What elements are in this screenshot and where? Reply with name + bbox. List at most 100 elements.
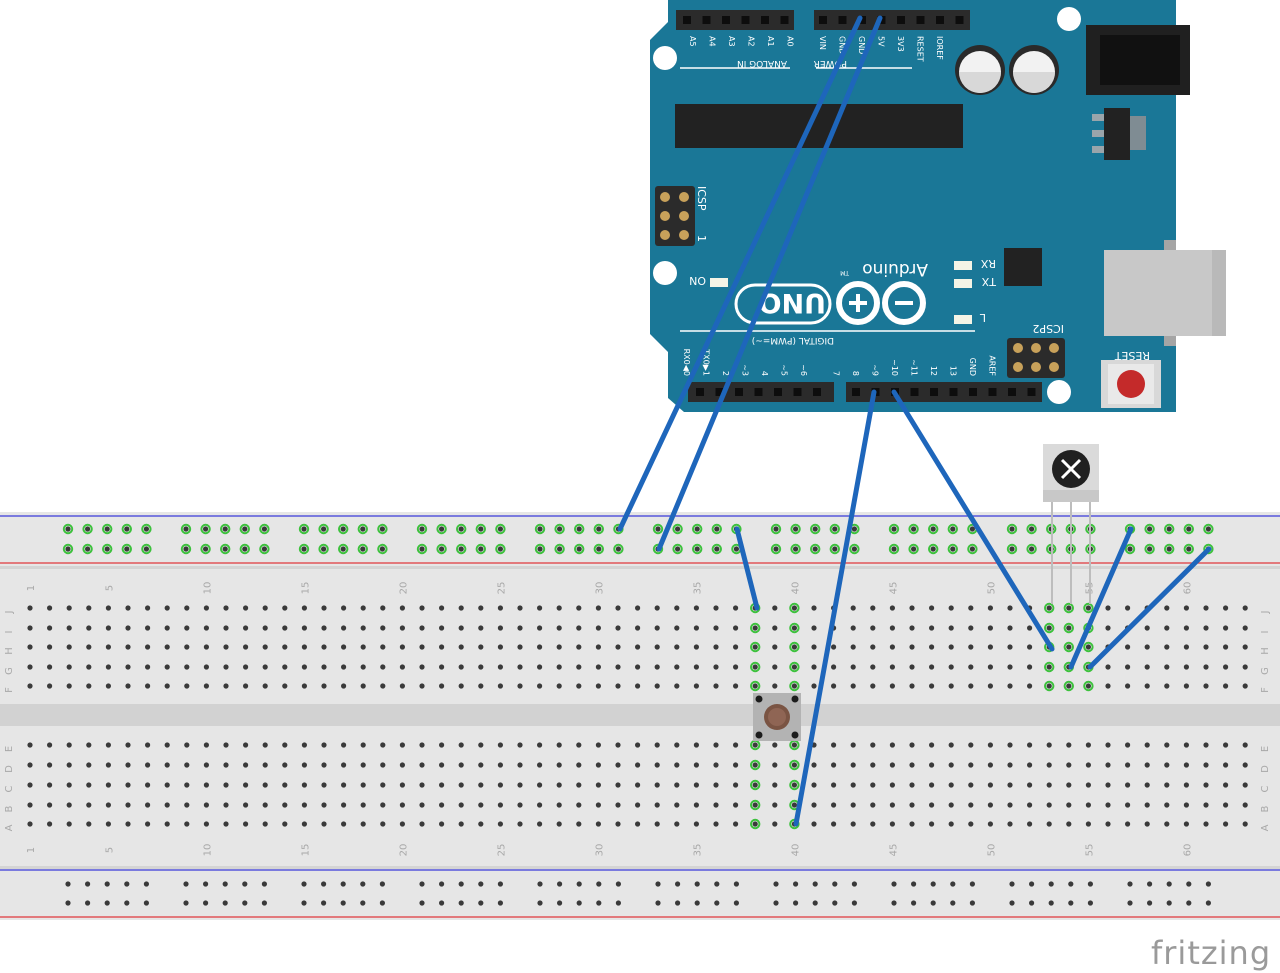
breadboard-hole	[497, 821, 503, 827]
breadboard-hole	[478, 664, 484, 670]
breadboard-hole	[27, 762, 33, 768]
breadboard-hole	[380, 742, 386, 748]
breadboard-hole	[66, 802, 72, 808]
rail-hole	[694, 900, 700, 906]
row-letter: I	[4, 631, 15, 634]
wire-pin10-to-ir[interactable]	[891, 389, 1055, 652]
breadboard-hole	[301, 683, 307, 689]
breadboard-hole	[105, 782, 111, 788]
breadboard-hole	[27, 742, 33, 748]
digital-pin	[696, 388, 704, 396]
digital-pin-label: ~9	[871, 364, 880, 376]
rail-hole	[675, 881, 681, 887]
breadboard-hole	[27, 821, 33, 827]
row-letter: I	[1260, 631, 1271, 634]
breadboard-hole	[909, 644, 915, 650]
breadboard-hole-connected	[1083, 602, 1094, 614]
digital-pin	[754, 388, 763, 396]
breadboard-hole	[380, 782, 386, 788]
breadboard-hole	[1164, 762, 1170, 768]
breadboard-hole	[791, 644, 798, 650]
rail-hole	[242, 526, 248, 532]
rail-hole-connected	[928, 523, 939, 535]
breadboard-hole	[556, 664, 562, 670]
digital-pin-label: 8	[851, 371, 860, 376]
breadboard-hole	[615, 821, 621, 827]
breadboard-hole	[576, 605, 582, 611]
analog-pin	[780, 16, 789, 24]
breadboard-hole	[752, 683, 758, 689]
breadboard-hole	[243, 802, 249, 808]
breadboard-hole	[752, 802, 758, 808]
digital-pin-label: 13	[949, 366, 958, 376]
rail-hole	[537, 526, 543, 532]
rail-hole	[1205, 900, 1211, 906]
rail-hole-connected	[554, 543, 565, 555]
rail-hole	[183, 526, 189, 532]
power-pin	[858, 16, 866, 24]
breadboard-hole	[654, 683, 660, 689]
rail-hole	[851, 546, 858, 552]
rail-hole	[379, 546, 385, 552]
rail-hole	[1029, 900, 1035, 906]
breadboard-hole	[772, 605, 778, 611]
breadboard-hole	[537, 742, 543, 748]
breadboard-hole	[733, 664, 739, 670]
breadboard-hole	[105, 605, 111, 611]
rail-hole	[1068, 900, 1074, 906]
digital-pin-label: ~11	[910, 359, 919, 376]
breadboard-hole	[517, 802, 523, 808]
breadboard-hole	[380, 821, 386, 827]
breadboard-hole	[850, 625, 856, 631]
rail-hole	[969, 526, 976, 532]
breadboard-hole	[1242, 664, 1248, 670]
breadboard-hole	[713, 625, 719, 631]
reset-button-cap[interactable]	[1117, 370, 1145, 398]
rail-hole	[85, 546, 91, 552]
breadboard-hole-connected	[750, 799, 761, 811]
row-letter: G	[4, 667, 15, 675]
wire-5v[interactable]	[656, 15, 883, 552]
breadboard-hole	[1203, 802, 1209, 808]
breadboard-hole	[86, 821, 92, 827]
breadboard-hole	[125, 802, 131, 808]
breadboard-hole	[497, 625, 503, 631]
rail-hole	[1048, 900, 1054, 906]
rail-hole	[1029, 881, 1035, 887]
breadboard-hole	[1105, 762, 1111, 768]
breadboard-hole	[713, 802, 719, 808]
rail-hole	[340, 526, 346, 532]
breadboard-hole	[282, 802, 288, 808]
breadboard-hole	[203, 605, 209, 611]
rail-hole-connected	[947, 523, 958, 535]
rail-hole	[1186, 526, 1192, 532]
rail-hole-connected	[829, 523, 840, 535]
column-number: 50	[986, 844, 997, 857]
breadboard-hole	[733, 782, 739, 788]
rail-hole	[832, 526, 838, 532]
rail-hole	[694, 546, 700, 552]
analog-pin-label: A2	[747, 36, 756, 47]
breadboard-hole	[105, 802, 111, 808]
wire-gnd[interactable]	[617, 15, 863, 532]
rail-hole	[615, 881, 622, 887]
breadboard-hole	[537, 821, 543, 827]
breadboard-hole	[360, 625, 366, 631]
breadboard-hole	[713, 683, 719, 689]
breadboard-hole	[1183, 762, 1189, 768]
breadboard-hole	[458, 742, 464, 748]
rail-hole-connected	[377, 543, 388, 555]
breadboard-hole	[282, 605, 288, 611]
breadboard-hole	[184, 742, 190, 748]
breadboard-hole	[772, 625, 778, 631]
wire-pin9-to-button[interactable]	[793, 389, 877, 827]
breadboard-hole	[1007, 802, 1013, 808]
wire-rail2-to-ir[interactable]	[1087, 546, 1212, 670]
breadboard-hole	[203, 821, 209, 827]
rail-hole-connected	[475, 523, 486, 535]
rail-hole	[832, 881, 838, 887]
breadboard-hole	[674, 762, 680, 768]
breadboard-hole	[733, 742, 739, 748]
wire-rail-to-ir[interactable]	[1068, 526, 1134, 670]
wire-rail-to-button[interactable]	[734, 526, 760, 611]
